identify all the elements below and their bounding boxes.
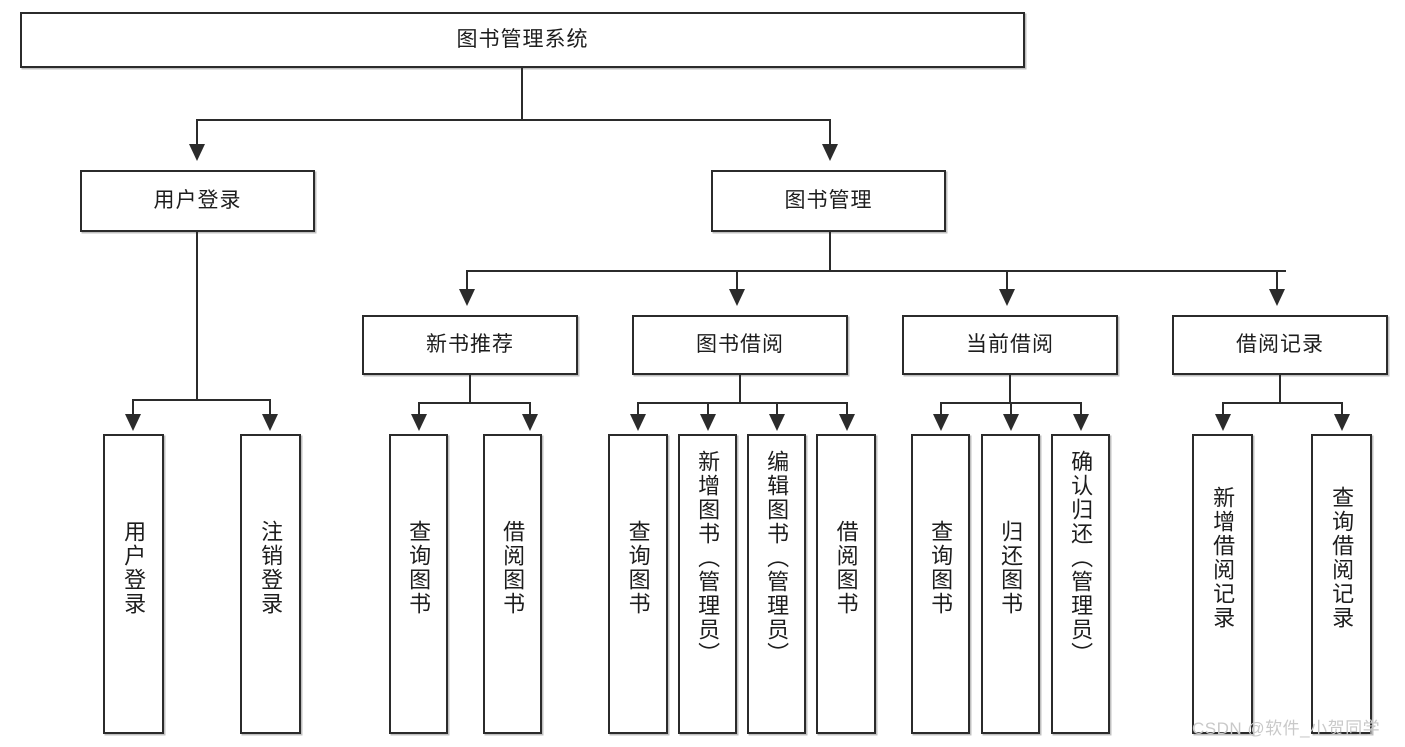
arrowhead-cb-3 bbox=[1073, 414, 1089, 431]
connector-nbr-bus bbox=[418, 402, 530, 404]
node-borrow-records[interactable]: 借阅记录 bbox=[1172, 315, 1388, 375]
connector-br-drop-1 bbox=[1222, 402, 1224, 417]
node-current-borrow[interactable]: 当前借阅 bbox=[902, 315, 1118, 375]
connector-bm-drop-1 bbox=[466, 270, 468, 292]
node-book-management-label: 图书管理 bbox=[784, 189, 873, 213]
connector-bb-bus bbox=[637, 402, 847, 404]
leaf-bb-borrow-books-label: 借阅图书 bbox=[833, 520, 859, 616]
connector-br-drop-2 bbox=[1341, 402, 1343, 417]
leaf-nbr-query-books-label: 查询图书 bbox=[406, 520, 432, 616]
connector-bm-drop-2 bbox=[736, 270, 738, 292]
node-borrow-records-label: 借阅记录 bbox=[1236, 333, 1324, 357]
leaf-logout-label: 注销登录 bbox=[258, 520, 284, 616]
node-user-login-label: 用户登录 bbox=[153, 189, 242, 213]
connector-bb-drop-1 bbox=[637, 402, 639, 417]
connector-root-bus bbox=[196, 119, 830, 121]
leaf-nbr-borrow-books-label: 借阅图书 bbox=[500, 520, 526, 616]
leaf-br-add-record[interactable]: 新增借阅记录 bbox=[1192, 434, 1253, 734]
arrowhead-login-2 bbox=[262, 414, 278, 431]
leaf-user-login[interactable]: 用户登录 bbox=[103, 434, 164, 734]
node-current-borrow-label: 当前借阅 bbox=[966, 333, 1054, 357]
connector-bm-drop-4 bbox=[1276, 270, 1278, 292]
leaf-nbr-query-books[interactable]: 查询图书 bbox=[389, 434, 448, 734]
node-root-label: 图书管理系统 bbox=[456, 28, 589, 52]
connector-nbr-stem bbox=[469, 375, 471, 403]
connector-bb-drop-3 bbox=[776, 402, 778, 417]
connector-cb-drop-2 bbox=[1010, 402, 1012, 417]
connector-nbr-drop-1 bbox=[418, 402, 420, 417]
leaf-bb-add-book-admin[interactable]: 新增图书（管理员） bbox=[678, 434, 737, 734]
arrowhead-bm-1 bbox=[459, 289, 475, 306]
arrowhead-root-1 bbox=[189, 144, 205, 161]
arrowhead-login-1 bbox=[125, 414, 141, 431]
connector-br-stem bbox=[1279, 375, 1281, 403]
connector-br-bus bbox=[1222, 402, 1342, 404]
arrowhead-bb-2 bbox=[700, 414, 716, 431]
connector-bb-stem bbox=[739, 375, 741, 403]
connector-login-drop-2 bbox=[269, 399, 271, 417]
arrowhead-bm-3 bbox=[999, 289, 1015, 306]
connector-login-stem bbox=[196, 232, 198, 400]
connector-bm-stem bbox=[829, 232, 831, 271]
arrowhead-br-1 bbox=[1215, 414, 1231, 431]
node-book-borrow-label: 图书借阅 bbox=[696, 333, 784, 357]
connector-cb-drop-3 bbox=[1080, 402, 1082, 417]
leaf-cb-query-books[interactable]: 查询图书 bbox=[911, 434, 970, 734]
leaf-cb-return-books[interactable]: 归还图书 bbox=[981, 434, 1040, 734]
node-user-login[interactable]: 用户登录 bbox=[80, 170, 315, 232]
arrowhead-bb-4 bbox=[839, 414, 855, 431]
leaf-cb-return-books-label: 归还图书 bbox=[998, 520, 1024, 616]
connector-root-drop-2 bbox=[829, 119, 831, 147]
node-new-book-recommend-label: 新书推荐 bbox=[426, 333, 514, 357]
leaf-bb-borrow-books[interactable]: 借阅图书 bbox=[816, 434, 876, 734]
node-root[interactable]: 图书管理系统 bbox=[20, 12, 1025, 68]
leaf-user-login-label: 用户登录 bbox=[121, 520, 147, 616]
arrowhead-cb-2 bbox=[1003, 414, 1019, 431]
arrowhead-bb-1 bbox=[630, 414, 646, 431]
node-book-borrow[interactable]: 图书借阅 bbox=[632, 315, 848, 375]
csdn-watermark: CSDN @软件_小贺同学 bbox=[1192, 719, 1381, 738]
connector-login-drop-1 bbox=[132, 399, 134, 417]
leaf-cb-confirm-return-admin[interactable]: 确认归还（管理员） bbox=[1051, 434, 1110, 734]
leaf-bb-query-books[interactable]: 查询图书 bbox=[608, 434, 668, 734]
arrowhead-cb-1 bbox=[933, 414, 949, 431]
leaf-bb-query-books-label: 查询图书 bbox=[625, 520, 651, 616]
leaf-br-query-record[interactable]: 查询借阅记录 bbox=[1311, 434, 1372, 734]
connector-cb-drop-1 bbox=[940, 402, 942, 417]
node-book-management[interactable]: 图书管理 bbox=[711, 170, 946, 232]
arrowhead-br-2 bbox=[1334, 414, 1350, 431]
arrowhead-nbr-1 bbox=[411, 414, 427, 431]
arrowhead-bb-3 bbox=[769, 414, 785, 431]
connector-cb-stem bbox=[1009, 375, 1011, 403]
leaf-br-add-record-label: 新增借阅记录 bbox=[1210, 486, 1236, 630]
leaf-cb-query-books-label: 查询图书 bbox=[928, 520, 954, 616]
connector-bb-drop-4 bbox=[846, 402, 848, 417]
connector-bm-bus bbox=[466, 270, 1286, 272]
arrowhead-bm-2 bbox=[729, 289, 745, 306]
leaf-br-query-record-label: 查询借阅记录 bbox=[1329, 486, 1355, 630]
leaf-logout[interactable]: 注销登录 bbox=[240, 434, 301, 734]
connector-root-stem bbox=[521, 68, 523, 120]
leaf-bb-edit-book-admin[interactable]: 编辑图书（管理员） bbox=[747, 434, 806, 734]
arrowhead-bm-4 bbox=[1269, 289, 1285, 306]
leaf-cb-confirm-return-admin-label: 确认归还（管理员） bbox=[1068, 450, 1094, 666]
leaf-bb-add-book-admin-label: 新增图书（管理员） bbox=[695, 450, 721, 666]
connector-bm-drop-3 bbox=[1006, 270, 1008, 292]
connector-bb-drop-2 bbox=[707, 402, 709, 417]
leaf-nbr-borrow-books[interactable]: 借阅图书 bbox=[483, 434, 542, 734]
arrowhead-root-2 bbox=[822, 144, 838, 161]
leaf-bb-edit-book-admin-label: 编辑图书（管理员） bbox=[764, 450, 790, 666]
connector-login-bus bbox=[132, 399, 270, 401]
node-new-book-recommend[interactable]: 新书推荐 bbox=[362, 315, 578, 375]
connector-nbr-drop-2 bbox=[529, 402, 531, 417]
arrowhead-nbr-2 bbox=[522, 414, 538, 431]
connector-root-drop-1 bbox=[196, 119, 198, 147]
